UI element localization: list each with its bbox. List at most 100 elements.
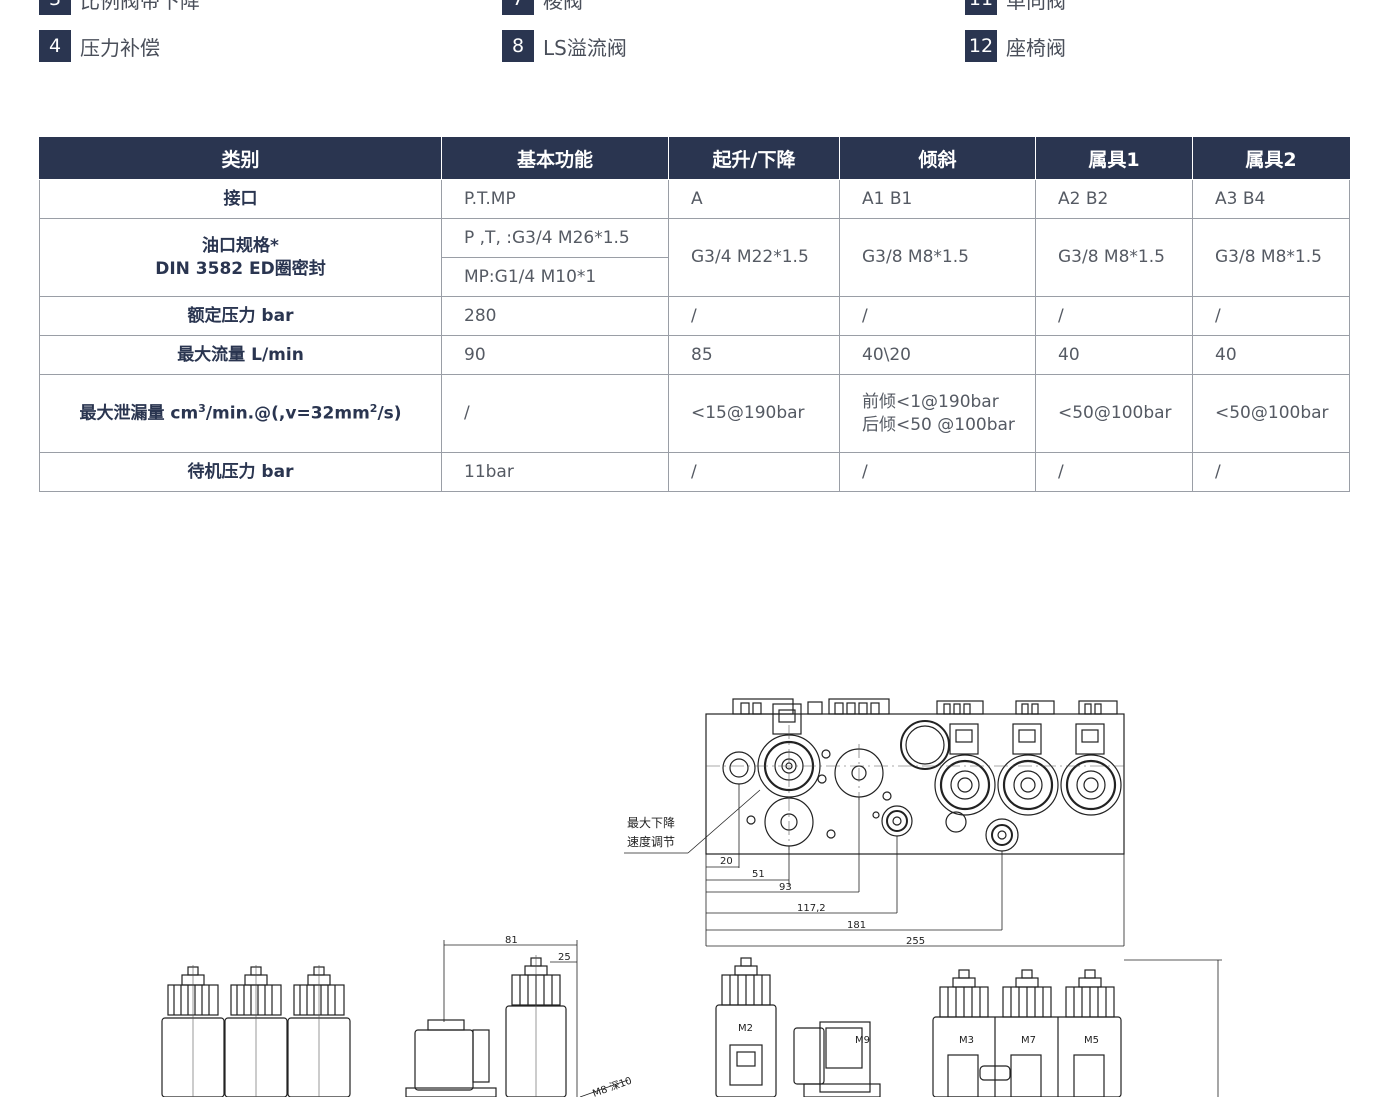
dimension-label: 117,2 bbox=[797, 903, 826, 914]
table-cell: / bbox=[668, 452, 840, 492]
table-cell: <15@190bar bbox=[668, 374, 840, 453]
header-lift-lower: 起升/下降 bbox=[668, 137, 840, 180]
valve-technical-drawing: 最大下降 速度调节 20 51 93 117,2 181 255 bbox=[161, 698, 1222, 1097]
annotation-text: 最大下降 bbox=[627, 816, 675, 830]
table-cell: 40\20 bbox=[839, 335, 1036, 375]
table-cell: 280 bbox=[441, 296, 669, 336]
dimension-label: 181 bbox=[847, 920, 866, 931]
table-cell: 40 bbox=[1192, 335, 1350, 375]
superscript: 3 bbox=[198, 401, 206, 415]
annotation-text: 速度调节 bbox=[627, 834, 675, 849]
table-row: 额定压力 bar 280 / / / / bbox=[39, 296, 1350, 336]
table-cell: <50@100bar bbox=[1192, 374, 1350, 453]
table-cell: 11bar bbox=[441, 452, 669, 492]
row-label-part: 最大泄漏量 cm bbox=[79, 403, 199, 424]
row-label-part: /s) bbox=[377, 403, 402, 424]
table-row: 接口 P.T.MP A A1 B1 A2 B2 A3 B4 bbox=[39, 179, 1350, 219]
row-label-line: 油口规格* bbox=[202, 235, 279, 256]
port-label: M5 bbox=[1084, 1035, 1099, 1046]
table-cell: P ,T, :G3/4 M26*1.5 bbox=[441, 218, 669, 258]
dimension-label: 93 bbox=[779, 882, 792, 893]
valve-side-view: 81 25 M8 深10 bbox=[405, 935, 634, 1097]
table-row: 油口规格* DIN 3582 ED圈密封 P ,T, :G3/4 M26*1.5… bbox=[39, 218, 1350, 297]
table-cell: 40 bbox=[1035, 335, 1193, 375]
legend-item: 3 比例阀带下降 bbox=[39, 0, 200, 15]
port-label: M2 bbox=[738, 1023, 753, 1034]
table-row: MP:G1/4 M10*1 bbox=[40, 257, 1350, 297]
table-cell: 前倾<1@190bar 后倾<50 @100bar bbox=[839, 374, 1036, 453]
table-cell: G3/8 M8*1.5 bbox=[839, 218, 1036, 297]
cell-line: 前倾<1@190bar bbox=[862, 391, 999, 412]
table-cell: MP:G1/4 M10*1 bbox=[441, 257, 669, 297]
table-cell: 90 bbox=[441, 335, 669, 375]
speed-adjust-annotation: 最大下降 速度调节 bbox=[624, 789, 761, 854]
dimension-lines: 20 51 93 117,2 181 255 bbox=[705, 784, 1222, 1097]
superscript: 2 bbox=[369, 401, 378, 415]
row-label: 额定压力 bar bbox=[39, 296, 442, 336]
solenoid-group-left bbox=[161, 965, 351, 1097]
table-cell: / bbox=[839, 296, 1036, 336]
table-row: 最大泄漏量 cm3/min.@(,v=32mm2/s) / <15@190bar… bbox=[39, 374, 1350, 453]
legend-label: 压力补偿 bbox=[80, 35, 160, 60]
table-cell: / bbox=[441, 374, 669, 453]
legend-label: LS溢流阀 bbox=[543, 35, 627, 60]
table-cell: <50@100bar bbox=[1035, 374, 1193, 453]
valve-front-view: M2 M9 M3 M7 M5 bbox=[715, 957, 1122, 1097]
port-label: M3 bbox=[959, 1035, 974, 1046]
cell-line: 后倾<50 @100bar bbox=[862, 414, 1015, 435]
legend-label: 比例阀带下降 bbox=[80, 0, 200, 13]
table-row: 待机压力 bar 11bar / / / / bbox=[39, 452, 1350, 492]
row-label: 油口规格* DIN 3582 ED圈密封 bbox=[39, 218, 442, 297]
dimension-label: 255 bbox=[906, 936, 925, 947]
legend-label: 梭阀 bbox=[543, 0, 583, 13]
row-label: 待机压力 bar bbox=[39, 452, 442, 492]
table-cell: A3 B4 bbox=[1192, 179, 1350, 219]
table-cell: P.T.MP bbox=[441, 179, 669, 219]
table-cell: G3/8 M8*1.5 bbox=[1035, 218, 1193, 297]
port-label: M7 bbox=[1021, 1035, 1036, 1046]
table-row: 最大流量 L/min 90 85 40\20 40 40 bbox=[39, 335, 1350, 375]
legend-number: 11 bbox=[965, 0, 997, 15]
table-cell: G3/8 M8*1.5 bbox=[1192, 218, 1350, 297]
header-category: 类别 bbox=[39, 137, 442, 180]
table-cell: / bbox=[1035, 296, 1193, 336]
dimension-label: 51 bbox=[752, 869, 765, 880]
header-basic-function: 基本功能 bbox=[441, 137, 669, 180]
legend-item: 12 座椅阀 bbox=[965, 30, 1066, 62]
dimension-label: 20 bbox=[720, 856, 733, 867]
row-label: 接口 bbox=[39, 179, 442, 219]
legend-item: 8 LS溢流阀 bbox=[502, 30, 627, 62]
table-cell: A2 B2 bbox=[1035, 179, 1193, 219]
legend-number: 12 bbox=[965, 30, 997, 62]
legend-number: 7 bbox=[502, 0, 534, 15]
table-cell: / bbox=[668, 296, 840, 336]
legend-label: 单向阀 bbox=[1006, 0, 1066, 13]
table-header-row: 类别 基本功能 起升/下降 倾斜 属具1 属具2 bbox=[39, 137, 1350, 180]
header-attachment-2: 属具2 bbox=[1192, 137, 1350, 180]
legend-number: 3 bbox=[39, 0, 71, 15]
table-cell: G3/4 M22*1.5 bbox=[668, 218, 840, 297]
legend-number: 8 bbox=[502, 30, 534, 62]
component-legend: 3 比例阀带下降 7 梭阀 11 单向阀 4 压力补偿 8 LS溢流阀 12 座… bbox=[0, 0, 1400, 80]
row-label: 最大泄漏量 cm3/min.@(,v=32mm2/s) bbox=[39, 374, 442, 453]
table-cell: / bbox=[1192, 296, 1350, 336]
dimension-label: 25 bbox=[558, 952, 571, 963]
legend-number: 4 bbox=[39, 30, 71, 62]
header-attachment-1: 属具1 bbox=[1035, 137, 1193, 180]
header-tilt: 倾斜 bbox=[839, 137, 1036, 180]
table-cell: A bbox=[668, 179, 840, 219]
row-label-part: /min.@(,v=32mm bbox=[205, 403, 370, 424]
row-label: 最大流量 L/min bbox=[39, 335, 442, 375]
table-cell: / bbox=[839, 452, 1036, 492]
dimension-label: 81 bbox=[505, 935, 518, 946]
legend-item: 7 梭阀 bbox=[502, 0, 583, 15]
table-cell: A1 B1 bbox=[839, 179, 1036, 219]
valve-block-top-view bbox=[705, 698, 1125, 855]
row-label-line: DIN 3582 ED圈密封 bbox=[155, 258, 326, 279]
thread-note: M8 深10 bbox=[591, 1075, 634, 1097]
spec-table: 类别 基本功能 起升/下降 倾斜 属具1 属具2 接口 P.T.MP A A1 … bbox=[39, 137, 1350, 492]
table-cell: 85 bbox=[668, 335, 840, 375]
legend-item: 11 单向阀 bbox=[965, 0, 1066, 15]
legend-item: 4 压力补偿 bbox=[39, 30, 160, 62]
legend-label: 座椅阀 bbox=[1006, 35, 1066, 60]
